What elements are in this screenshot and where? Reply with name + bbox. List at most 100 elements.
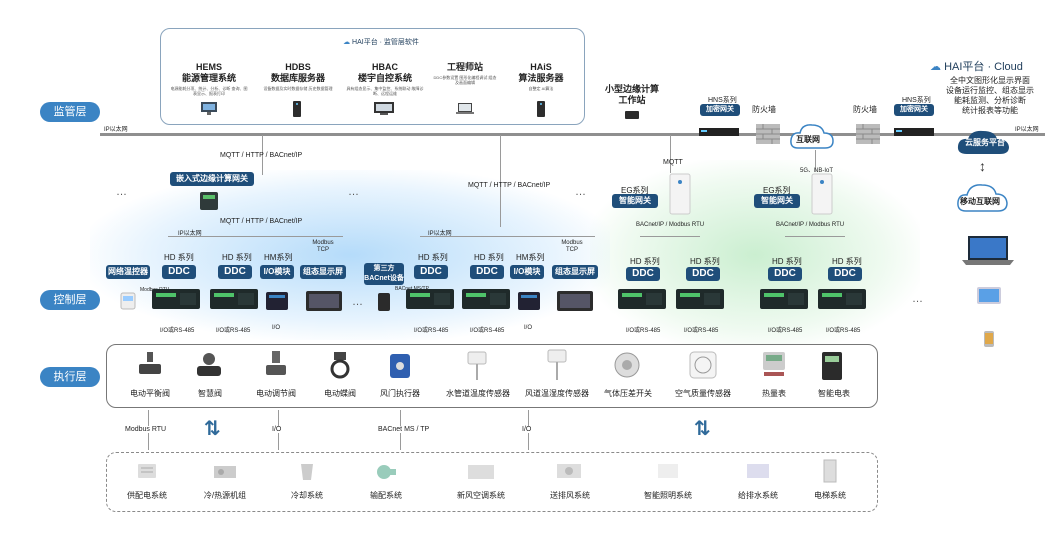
ddc-controller-icon bbox=[406, 289, 454, 309]
eg1-device-icon bbox=[669, 173, 691, 215]
ddc-controller-icon bbox=[676, 289, 724, 309]
io-label-2: I/O bbox=[524, 325, 533, 331]
io-module-icon bbox=[518, 292, 540, 310]
io-rs485-label-8: I/O或RS-485 bbox=[826, 328, 861, 334]
ddc5-series: HD 系列 bbox=[630, 257, 660, 266]
system-hais-desc: 自整定 AI算法 bbox=[528, 86, 554, 91]
butterfly-valve-icon bbox=[330, 352, 350, 379]
ddc7-tag: DDC bbox=[768, 267, 802, 281]
bac-modbus-label-2: BACnet/IP / Modbus RTU bbox=[776, 222, 845, 228]
tier-execution-label: 执行层 bbox=[40, 367, 100, 387]
io-rs485-label-4: I/O或RS-485 bbox=[470, 328, 505, 334]
net-thermostat-tag: 网络温控器 bbox=[106, 265, 150, 279]
cloud-platform-label: 云服务平台 bbox=[965, 138, 1005, 147]
cloud-feature-1: 全中文图形化显示界面 bbox=[950, 76, 1030, 85]
exchange-arrows-icon: ⇅ bbox=[204, 418, 221, 440]
system-hbac-desc: 具有组态显示、集中监控、系统联动 故障诊断、远程运维 bbox=[346, 86, 424, 96]
system-hems-desc: 电源能耗分项、统计、分析、诊断 查询、图表显示、报表打印 bbox=[170, 86, 248, 96]
algorithm-server-icon bbox=[537, 101, 545, 117]
subsystem-label-5: 新风空调系统 bbox=[457, 491, 505, 500]
bottom-protocol-4: I/O bbox=[522, 426, 532, 433]
ddc6-series: HD 系列 bbox=[690, 257, 720, 266]
system-hdbs-desc: 设备数据及实时数据存储 历史数据管理 bbox=[263, 86, 333, 91]
ddc7-series: HD 系列 bbox=[772, 257, 802, 266]
system-hems: HEMS 能源管理系统 电源能耗分项、统计、分析、诊断 查询、图表显示、报表打印 bbox=[170, 62, 248, 96]
pump-icon bbox=[377, 465, 396, 479]
field-device-label-11: 智能电表 bbox=[818, 389, 850, 398]
lighting-icon bbox=[658, 464, 678, 478]
display-screen-icon bbox=[557, 291, 593, 311]
subsystem-label-4: 输配系统 bbox=[370, 491, 402, 500]
ddc-controller-icon bbox=[462, 289, 510, 309]
thermostat-icon bbox=[120, 292, 136, 310]
edge-gateway-icon bbox=[200, 192, 218, 210]
protocol-label-3: MQTT / HTTP / BACnet/IP bbox=[220, 218, 303, 225]
bac-modbus-label-1: BACnet/IP / Modbus RTU bbox=[636, 222, 705, 228]
field-device-label-9: 空气质量传感器 bbox=[675, 389, 731, 398]
duct-humidity-sensor-icon bbox=[547, 349, 567, 380]
hm2-series: HM系列 bbox=[516, 253, 545, 262]
eg2-series: EG系列 bbox=[763, 186, 791, 195]
protocol-label-2: MQTT / HTTP / BACnet/IP bbox=[468, 182, 551, 189]
system-hbac-en: HBAC bbox=[372, 62, 398, 72]
io-module-icon bbox=[266, 292, 288, 310]
exchange-arrows-icon: ⇅ bbox=[694, 418, 711, 440]
embedded-edge-gateway-tag: 嵌入式边缘计算网关 bbox=[170, 172, 254, 186]
hns-right-series: HNS系列 bbox=[902, 97, 931, 104]
io-rs485-label-1: I/O或RS-485 bbox=[160, 328, 195, 334]
nbiot-label: 5G、NB-IoT bbox=[800, 168, 834, 174]
mobile-internet-label: 移动互联网 bbox=[960, 197, 1000, 206]
cloud-feature-4: 统计报表等功能 bbox=[962, 106, 1018, 115]
ventilation-icon bbox=[557, 464, 581, 478]
workstation-monitor-icon bbox=[374, 102, 394, 115]
cloud-brand-icon: ☁ bbox=[930, 61, 941, 73]
subsystem-label-1: 供配电系统 bbox=[127, 491, 167, 500]
io-rs485-label-2: I/O或RS-485 bbox=[216, 328, 251, 334]
balance-valve-icon bbox=[139, 352, 161, 374]
ddc1-tag: DDC bbox=[162, 265, 196, 279]
io-module2-tag: I/O模块 bbox=[510, 265, 544, 279]
ip-bus-label-left: IP以太网 bbox=[104, 127, 128, 133]
hai-software-header: ☁ HAI平台 · 监管层软件 bbox=[321, 37, 441, 47]
ip-ethernet-bus bbox=[100, 133, 1045, 136]
ellipsis-5: … bbox=[352, 296, 365, 308]
io-rs485-label-6: I/O或RS-485 bbox=[684, 328, 719, 334]
field-device-label-6: 水管道温度传感器 bbox=[446, 389, 510, 398]
water-supply-icon bbox=[747, 464, 769, 478]
third-party-bacnet-tag: 第三方 BACnet设备 bbox=[364, 263, 404, 285]
ellipsis-2: … bbox=[348, 186, 361, 198]
monitor-icon bbox=[201, 102, 217, 115]
field-device-label-3: 电动调节阀 bbox=[256, 389, 296, 398]
subsystem-label-8: 给排水系统 bbox=[738, 491, 778, 500]
damper-actuator-icon bbox=[390, 354, 410, 378]
heat-meter-icon bbox=[763, 352, 785, 376]
system-hdbs: HDBS 数据库服务器 设备数据及实时数据存储 历史数据管理 bbox=[259, 62, 337, 91]
trunk-line-center bbox=[500, 135, 501, 227]
pipe-temp-sensor-icon bbox=[467, 351, 487, 380]
ip-label-2: IP以太网 bbox=[428, 231, 452, 237]
control-subbus-3 bbox=[640, 236, 700, 237]
firewall-right-icon bbox=[856, 124, 880, 144]
bottom-protocol-1: Modbus RTU bbox=[125, 426, 167, 433]
cloud-title: ☁ HAI平台 · Cloud bbox=[930, 58, 1023, 74]
power-distribution-icon bbox=[138, 464, 156, 478]
tier-control-label: 控制层 bbox=[40, 290, 100, 310]
subsystem-label-3: 冷却系统 bbox=[291, 491, 323, 500]
hai-software-panel: ☁ HAI平台 · 监管层软件 bbox=[160, 28, 585, 125]
io-module1-tag: I/O模块 bbox=[260, 265, 294, 279]
ddc-controller-icon bbox=[618, 289, 666, 309]
ddc3-series: HD 系列 bbox=[418, 253, 448, 262]
cloud-features: 全中文图形化显示界面 设备运行监控、组态显示 能耗监测、分析诊断 统计报表等功能 bbox=[935, 76, 1045, 116]
third-party-device-icon bbox=[378, 293, 390, 311]
ellipsis-4: … bbox=[912, 293, 925, 305]
smart-meter-icon bbox=[822, 352, 842, 380]
system-engineer-station: 工程师站 DDC参数设置 图形化编程调试 组态及画面编辑 bbox=[432, 62, 498, 85]
field-device-label-7: 风道温湿度传感器 bbox=[525, 389, 589, 398]
pressure-switch-icon bbox=[614, 352, 640, 378]
smart-valve-icon bbox=[197, 353, 221, 376]
system-engineer-desc: DDC参数设置 图形化编程调试 组态及画面编辑 bbox=[433, 75, 497, 85]
control-subbus-1 bbox=[168, 236, 343, 237]
server-icon bbox=[293, 101, 301, 117]
display2-tag: 组态显示屏 bbox=[552, 265, 598, 279]
tablet-client-icon bbox=[977, 287, 1001, 304]
